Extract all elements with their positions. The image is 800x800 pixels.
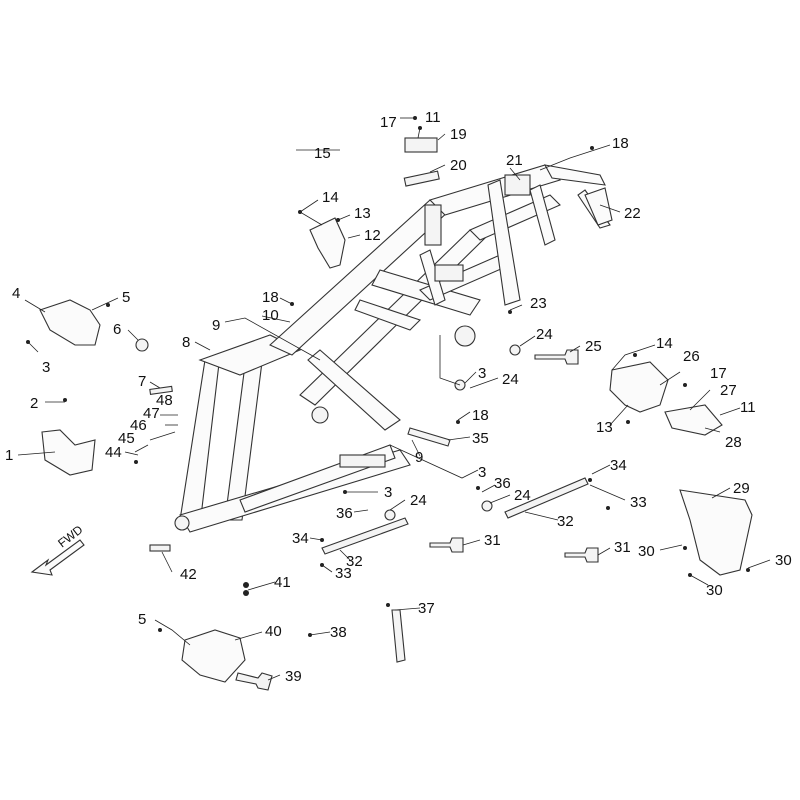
part-20-strap <box>403 170 440 187</box>
fastener-dots <box>26 116 750 637</box>
callout-12: 12 <box>364 227 381 244</box>
callout-24-c: 24 <box>514 487 531 504</box>
callout-39: 39 <box>285 668 302 685</box>
forward-arrow: FWD <box>30 522 86 576</box>
callout-33: 33 <box>630 494 647 511</box>
callout-34-b: 34 <box>292 530 309 547</box>
leader-lines <box>17 117 771 681</box>
callout-40: 40 <box>265 623 282 640</box>
callout-17: 17 <box>380 114 397 131</box>
callout-26: 26 <box>683 348 700 365</box>
part-32-rod-lower <box>321 517 409 555</box>
callout-22: 22 <box>624 205 641 222</box>
callout-4: 4 <box>12 285 20 302</box>
callout-3: 3 <box>42 359 50 376</box>
callout-10: 10 <box>262 307 279 324</box>
part-1-front-bracket <box>41 429 96 476</box>
part-6-bushing <box>135 338 149 352</box>
callout-13: 13 <box>354 205 371 222</box>
callout-17-b: 17 <box>710 365 727 382</box>
callout-14-b: 14 <box>656 335 673 352</box>
callout-37: 37 <box>418 600 435 617</box>
callout-32: 32 <box>557 513 574 530</box>
callout-2: 2 <box>30 395 38 412</box>
part-29-bracket-assembly <box>679 489 753 576</box>
part-40-lower-bracket <box>181 629 246 683</box>
callout-35: 35 <box>472 430 489 447</box>
callout-44: 44 <box>105 444 122 461</box>
callout-24-b: 24 <box>502 371 519 388</box>
part-19-block <box>404 137 438 153</box>
part-39-bolt <box>235 672 273 691</box>
callout-24-d: 24 <box>410 492 427 509</box>
part-12-bracket <box>309 217 346 269</box>
callout-21: 21 <box>506 152 523 169</box>
callout-18: 18 <box>262 289 279 306</box>
part-24-bushing-c <box>481 500 493 512</box>
callout-45: 45 <box>118 430 135 447</box>
callout-20: 20 <box>450 157 467 174</box>
part-25-bolt <box>534 349 579 365</box>
callout-6: 6 <box>113 321 121 338</box>
callout-5: 5 <box>122 289 130 306</box>
callout-7: 7 <box>138 373 146 390</box>
callout-8: 8 <box>182 334 190 351</box>
callout-3-b: 3 <box>478 365 486 382</box>
callout-19: 19 <box>450 126 467 143</box>
callout-46: 46 <box>130 417 147 434</box>
callout-31-b: 31 <box>614 539 631 556</box>
callout-34: 34 <box>610 457 627 474</box>
callout-47: 47 <box>143 405 160 422</box>
callout-11-b: 11 <box>740 399 756 416</box>
part-35-lever <box>407 427 451 447</box>
callout-48: 48 <box>156 392 173 409</box>
callout-3-c: 3 <box>478 464 486 481</box>
callout-13-b: 13 <box>596 419 613 436</box>
callout-36-b: 36 <box>336 505 353 522</box>
callout-42: 42 <box>180 566 197 583</box>
callout-1: 1 <box>5 447 13 464</box>
callout-41: 41 <box>274 574 291 591</box>
part-31-bolt-a <box>429 537 464 553</box>
callout-15: 15 <box>314 145 331 162</box>
callout-33-b: 33 <box>335 565 352 582</box>
part-24-bushing-a <box>509 344 521 356</box>
main-frame <box>174 164 611 533</box>
callout-29: 29 <box>733 480 750 497</box>
callout-14: 14 <box>322 189 339 206</box>
callout-9: 9 <box>212 317 220 334</box>
callout-3-d: 3 <box>384 484 392 501</box>
callout-24: 24 <box>536 326 553 343</box>
part-32-rod-upper <box>504 477 589 519</box>
callout-31: 31 <box>484 532 501 549</box>
callout-28: 28 <box>725 434 742 451</box>
part-22-rear-bracket <box>584 187 613 226</box>
part-31-bolt-b <box>564 547 599 563</box>
callout-23: 23 <box>530 295 547 312</box>
callout-30-b: 30 <box>775 552 792 569</box>
part-4-bracket <box>39 299 101 346</box>
callout-11: 11 <box>425 109 441 126</box>
callout-27: 27 <box>720 382 737 399</box>
callout-5-b: 5 <box>138 611 146 628</box>
part-7-bar <box>149 385 173 395</box>
callout-38: 38 <box>330 624 347 641</box>
callout-18-c: 18 <box>472 407 489 424</box>
callout-25: 25 <box>585 338 602 355</box>
part-37-stand <box>391 609 406 663</box>
callout-32-b: 32 <box>346 553 363 570</box>
callouts: 1 2 3 4 5 6 7 8 9 10 11 12 13 14 15 17 1… <box>5 109 750 685</box>
callout-36: 36 <box>494 475 511 492</box>
callout-30: 30 <box>638 543 655 560</box>
repeat-callouts: 3 3 3 5 9 11 13 14 17 18 18 24 24 24 30 … <box>138 135 792 628</box>
part-26-side-bracket <box>609 361 669 413</box>
callout-9-b: 9 <box>415 449 423 466</box>
callout-30-c: 30 <box>706 582 723 599</box>
callout-18-b: 18 <box>612 135 629 152</box>
part-24-bushing-d <box>384 509 396 521</box>
part-42-plate <box>149 544 171 552</box>
